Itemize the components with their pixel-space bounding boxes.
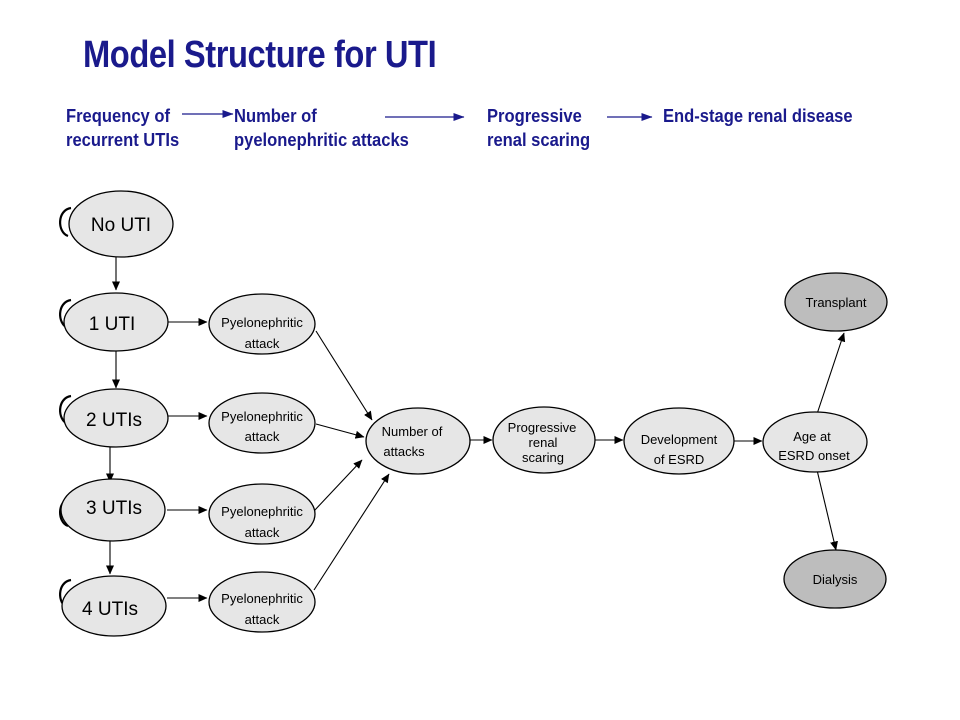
node-progressive-scaring bbox=[492, 406, 596, 474]
node-labels: No UTI 1 UTI 2 UTIs 3 UTIs 4 UTIs Pyelon… bbox=[82, 215, 867, 627]
node-uti-1 bbox=[63, 292, 169, 352]
node-pyelo-2 bbox=[208, 392, 316, 454]
node-no-uti bbox=[68, 190, 174, 258]
label-dialysis: Dialysis bbox=[813, 572, 858, 587]
label-scaring-line3: scaring bbox=[522, 450, 564, 465]
label-age-line2: ESRD onset bbox=[778, 448, 850, 463]
arrow-age-to-dialysis bbox=[816, 469, 838, 551]
label-uti-1: 1 UTI bbox=[89, 314, 135, 335]
label-no-uti: No UTI bbox=[91, 215, 151, 236]
slide-title: Model Structure for UTI bbox=[83, 34, 437, 76]
node-uti-2 bbox=[63, 388, 169, 448]
node-dialysis bbox=[783, 549, 887, 609]
label-pyelo-3-line2: attack bbox=[245, 525, 280, 540]
stage-header-pyelonephritic: Number of pyelonephritic attacks bbox=[234, 106, 409, 150]
stage-header-scaring: Progressive renal scaring bbox=[487, 106, 591, 150]
label-uti-2: 2 UTIs bbox=[86, 410, 142, 431]
label-esrd-line2: of ESRD bbox=[654, 452, 705, 467]
node-uti-3 bbox=[60, 478, 166, 542]
label-age-line1: Age at bbox=[793, 429, 831, 444]
node-pyelo-1 bbox=[208, 293, 316, 355]
node-number-of-attacks bbox=[365, 407, 471, 475]
arrow-pyelo1-to-attacks bbox=[315, 330, 373, 421]
stage-arrows bbox=[182, 110, 653, 121]
node-development-esrd bbox=[623, 407, 735, 475]
label-pyelo-4-line2: attack bbox=[245, 612, 280, 627]
label-pyelo-2-line1: Pyelonephritic bbox=[221, 409, 303, 424]
stage-header-frequency: Frequency of recurrent UTIs bbox=[66, 106, 180, 150]
arrow-pyelo4-to-attacks bbox=[313, 473, 390, 591]
label-transplant: Transplant bbox=[806, 295, 867, 310]
arrow-age-to-transplant bbox=[816, 332, 846, 415]
label-pyelo-1-line2: attack bbox=[245, 336, 280, 351]
nodes bbox=[60, 190, 888, 637]
node-transplant bbox=[784, 272, 888, 332]
arrow-pyelo3-to-attacks bbox=[313, 459, 363, 512]
label-uti-4: 4 UTIs bbox=[82, 599, 138, 620]
label-pyelo-3-line1: Pyelonephritic bbox=[221, 504, 303, 519]
arrow-pyelo2-to-attacks bbox=[315, 423, 365, 439]
node-uti-4 bbox=[61, 575, 167, 637]
label-attacks-line1: Number of bbox=[382, 424, 443, 439]
label-pyelo-4-line1: Pyelonephritic bbox=[221, 591, 303, 606]
node-pyelo-4 bbox=[208, 571, 316, 633]
label-attacks-line2: attacks bbox=[383, 444, 425, 459]
label-uti-3: 3 UTIs bbox=[86, 498, 142, 519]
label-scaring-line2: renal bbox=[529, 435, 558, 450]
label-pyelo-2-line2: attack bbox=[245, 429, 280, 444]
label-pyelo-1-line1: Pyelonephritic bbox=[221, 315, 303, 330]
self-loop-no-uti bbox=[59, 206, 72, 238]
node-age-onset bbox=[762, 411, 868, 473]
node-pyelo-3 bbox=[208, 483, 316, 545]
label-esrd-line1: Development bbox=[641, 432, 718, 447]
connectors bbox=[106, 257, 846, 602]
label-scaring-line1: Progressive bbox=[508, 420, 577, 435]
stage-header-esrd: End-stage renal disease bbox=[663, 106, 853, 126]
